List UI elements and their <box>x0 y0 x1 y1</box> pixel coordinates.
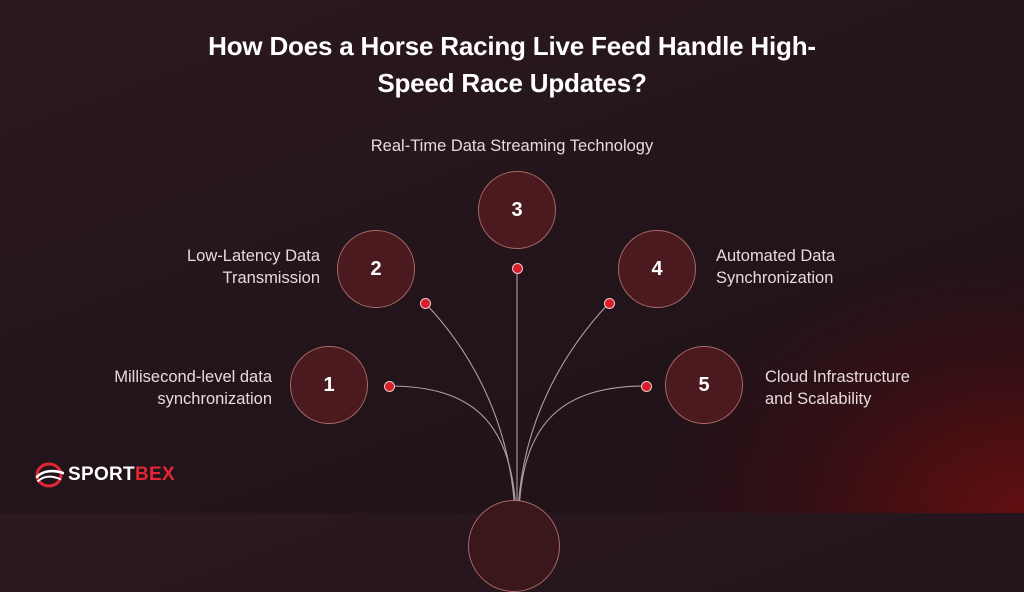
step-4-label-line-1: Automated Data <box>716 247 836 265</box>
root-circle <box>468 500 560 592</box>
connector-line-1 <box>388 385 517 513</box>
step-4-connector-dot <box>603 297 615 309</box>
step-2-label: Low-Latency Data Transmission <box>120 245 320 289</box>
step-4-label: Automated Data Synchronization <box>716 245 936 289</box>
logo-wordmark: SPORTBEX <box>68 464 175 486</box>
connector-line-5 <box>518 385 647 513</box>
step-4-label-line-2: Synchronization <box>716 269 834 287</box>
connector-lines <box>388 268 647 513</box>
step-5-circle: 5 <box>665 346 743 424</box>
logo-text-accent: BEX <box>134 464 175 485</box>
connector-line-2 <box>424 302 516 513</box>
step-2-number: 2 <box>370 257 382 280</box>
step-1-circle: 1 <box>290 346 368 424</box>
step-5-number: 5 <box>698 373 710 396</box>
step-5-label: Cloud Infrastructure and Scalability <box>765 366 985 410</box>
step-2-label-line-1: Low-Latency Data <box>187 247 320 265</box>
step-2-circle: 2 <box>337 230 415 308</box>
page-title: How Does a Horse Racing Live Feed Handle… <box>112 28 912 102</box>
step-3-label-line-1: Real-Time Data Streaming Technology <box>370 137 654 155</box>
step-3-connector-dot <box>511 262 523 274</box>
step-3-label: Real-Time Data Streaming Technology <box>312 135 712 157</box>
step-5-label-line-2: and Scalability <box>765 390 872 408</box>
step-2-label-line-2: Transmission <box>222 269 321 287</box>
step-1-label: Millisecond-level data synchronization <box>52 366 272 410</box>
sportbex-logo-icon <box>35 462 64 488</box>
step-1-label-line-1: Millisecond-level data <box>114 368 272 386</box>
title-line-2: Speed Race Updates? <box>377 68 647 98</box>
step-3-circle: 3 <box>478 171 556 249</box>
connector-line-4 <box>517 302 610 513</box>
title-line-1: How Does a Horse Racing Live Feed Handle… <box>208 31 816 61</box>
step-4-number: 4 <box>651 257 663 280</box>
step-4-circle: 4 <box>618 230 696 308</box>
step-1-number: 1 <box>323 373 335 396</box>
logo-text-main: SPORT <box>68 464 135 485</box>
step-5-label-line-1: Cloud Infrastructure <box>765 368 910 386</box>
step-1-connector-dot <box>383 380 395 392</box>
sportbex-logo: SPORTBEX <box>34 462 175 488</box>
step-5-connector-dot <box>640 380 652 392</box>
step-1-label-line-2: synchronization <box>157 390 272 408</box>
step-3-number: 3 <box>511 198 523 221</box>
step-2-connector-dot <box>419 297 431 309</box>
